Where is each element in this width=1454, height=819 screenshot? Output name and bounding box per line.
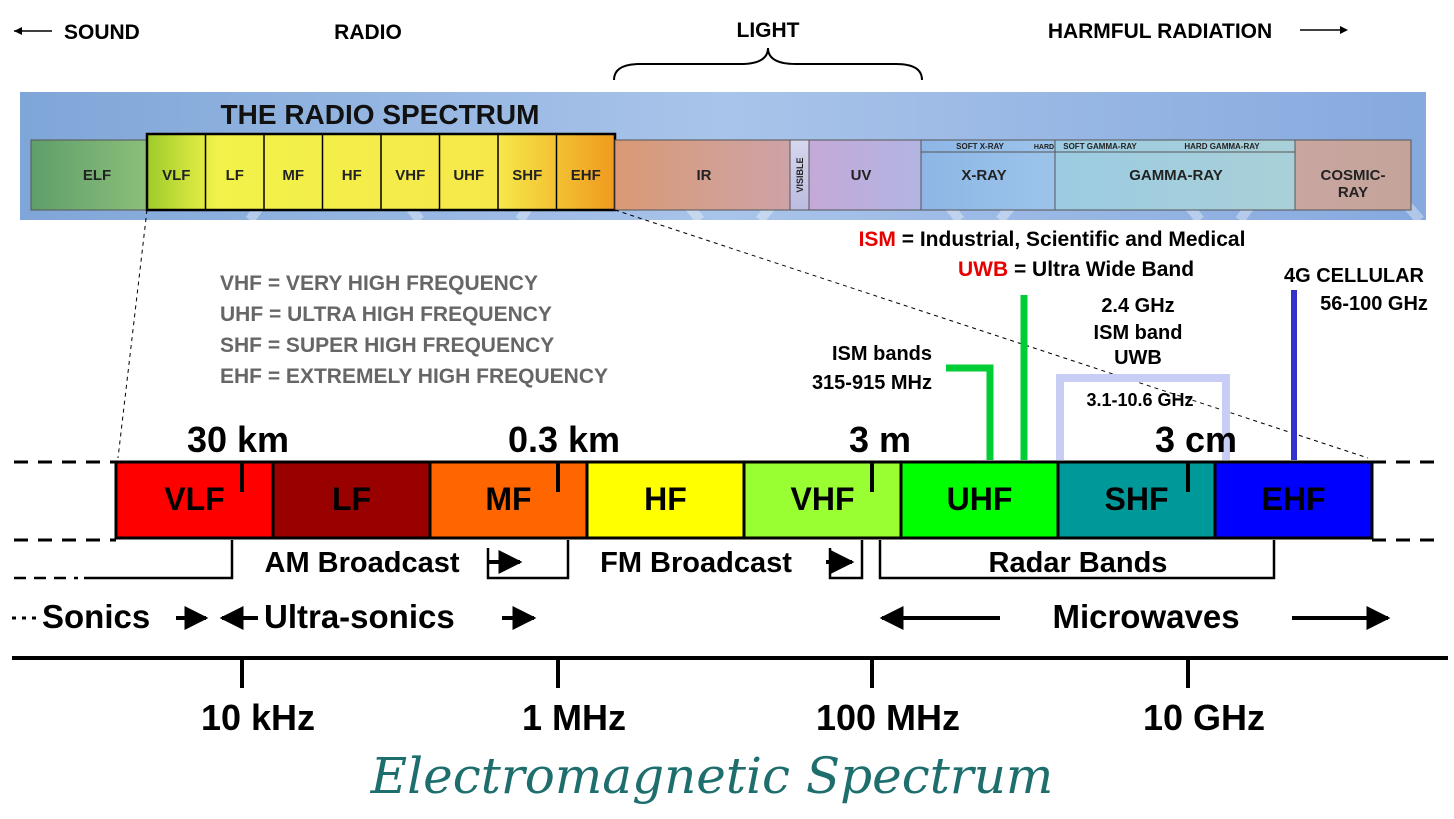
- cellular-4g-label-1: 4G CELLULAR: [1284, 265, 1425, 287]
- band-segment-label: LF: [332, 481, 371, 517]
- radio-label: RADIO: [334, 21, 402, 44]
- uwb-definition: UWB = Ultra Wide Band: [958, 258, 1194, 281]
- definition-line: UHF = ULTRA HIGH FREQUENCY: [220, 303, 552, 326]
- definition-line: SHF = SUPER HIGH FREQUENCY: [220, 334, 554, 357]
- strip-hard-gamma-label: HARD GAMMA-RAY: [1184, 142, 1260, 151]
- band-segment-label: MF: [485, 481, 531, 517]
- harmful-radiation-label: HARMFUL RADIATION: [1048, 20, 1272, 43]
- band-segment-label: HF: [644, 481, 687, 517]
- strip-uv-label: UV: [851, 167, 872, 184]
- band-segment-label: UHF: [947, 481, 1013, 517]
- sonics-label: Sonics: [42, 598, 150, 635]
- strip-cosmic-band: [1294, 139, 1412, 211]
- ism-24ghz-label-2: ISM band: [1094, 322, 1183, 344]
- ism-bands-marker: [946, 364, 994, 460]
- am-broadcast-label: AM Broadcast: [265, 547, 460, 579]
- acronym-legend: ISM = Industrial, Scientific and Medical…: [859, 228, 1246, 281]
- frequency-band-bar: VLF LF MF HF VHF UHF SHF EHF: [114, 460, 1374, 540]
- strip-radio-bands: VLF LF MF HF VHF UHF SHF EHF: [162, 134, 601, 210]
- cellular-4g-label-2: 56-100 GHz: [1320, 293, 1428, 315]
- definition-line: VHF = VERY HIGH FREQUENCY: [220, 272, 538, 295]
- strip-title: THE RADIO SPECTRUM: [221, 99, 540, 130]
- strip-radio-band-label: LF: [226, 167, 244, 184]
- wavelength-labels: 30 km 0.3 km 3 m 3 cm: [187, 419, 1237, 460]
- sound-arrow-head: [14, 27, 22, 35]
- wavelength-label: 0.3 km: [508, 419, 620, 460]
- strip-radio-band-label: HF: [342, 167, 362, 184]
- ultrasonics-label: Ultra-sonics: [264, 598, 455, 635]
- ism-bands-label-1: ISM bands: [832, 343, 932, 365]
- strip-ir-band: [614, 139, 791, 211]
- uwb-key: UWB: [958, 258, 1008, 281]
- microwaves-label: Microwaves: [1052, 598, 1239, 635]
- strip-soft-xray-label: SOFT X-RAY: [956, 142, 1004, 151]
- band-segment: [271, 460, 432, 540]
- strip-uv-band: [808, 139, 922, 211]
- harmful-arrow-head: [1340, 26, 1348, 34]
- wave-ranges: Sonics Ultra-sonics Microwaves: [12, 598, 1391, 635]
- band-segment: [899, 460, 1060, 540]
- allocation-annotations: ISM bands 315-915 MHz 2.4 GHz ISM band U…: [812, 265, 1428, 460]
- broadcast-services: AM Broadcast FM Broadcast Radar Bands: [14, 540, 1276, 580]
- am-right-bracket: [486, 540, 570, 580]
- ism-24ghz-label-3: UWB: [1114, 347, 1162, 369]
- band-segment-label: EHF: [1262, 481, 1326, 517]
- definition-line: EHF = EXTREMELY HIGH FREQUENCY: [220, 365, 608, 388]
- band-segment-label: VHF: [791, 481, 855, 517]
- ism-def: = Industrial, Scientific and Medical: [896, 228, 1246, 251]
- uwb-def: = Ultra Wide Band: [1008, 258, 1194, 281]
- uwb-range-bracket: [1056, 374, 1230, 460]
- zoom-line-left: [117, 209, 148, 459]
- ism-bands-label-2: 315-915 MHz: [812, 372, 932, 394]
- strip-radio-band-label: EHF: [571, 167, 601, 184]
- ism-24ghz-label-1: 2.4 GHz: [1101, 295, 1174, 317]
- strip-gamma-label: GAMMA-RAY: [1129, 167, 1223, 184]
- frequency-label: 10 kHz: [201, 697, 315, 738]
- sound-label: SOUND: [64, 21, 140, 44]
- strip-hard-label: HARD: [1034, 144, 1054, 151]
- band-segment-label: VLF: [164, 481, 224, 517]
- ism-definition: ISM = Industrial, Scientific and Medical: [859, 228, 1246, 251]
- strip-cosmic-label-2: RAY: [1338, 184, 1368, 201]
- wavelength-label: 3 cm: [1155, 419, 1237, 460]
- strip-radio-band-label: SHF: [512, 167, 542, 184]
- strip-cosmic-label-1: COSMIC-: [1321, 167, 1386, 184]
- light-label: LIGHT: [737, 19, 800, 42]
- frequency-label: 1 MHz: [522, 697, 626, 738]
- strip-radio-band-label: MF: [282, 167, 304, 184]
- am-left-bracket: [84, 540, 234, 580]
- diagram-footer-title: Electromagnetic Spectrum: [370, 747, 1054, 805]
- band-segment: [1213, 460, 1374, 540]
- light-brace: [613, 47, 923, 81]
- fm-broadcast-label: FM Broadcast: [600, 547, 792, 579]
- strip-radio-band-label: UHF: [453, 167, 484, 184]
- radar-bands-label: Radar Bands: [989, 547, 1168, 579]
- strip-radio-band-label: VHF: [395, 167, 425, 184]
- band-segment: [742, 460, 903, 540]
- radar-bracket: [878, 540, 1276, 580]
- strip-soft-gamma-label: SOFT GAMMA-RAY: [1063, 142, 1137, 151]
- strip-elf-label: ELF: [83, 167, 111, 184]
- fm-right-bracket: [828, 540, 864, 580]
- frequency-label: 100 MHz: [816, 697, 960, 738]
- wavelength-label: 3 m: [849, 419, 911, 460]
- strip-visible-label: VISIBLE: [795, 157, 805, 192]
- frequency-label: 10 GHz: [1143, 697, 1265, 738]
- band-definitions: VHF = VERY HIGH FREQUENCY UHF = ULTRA HIG…: [220, 272, 608, 388]
- ism-key: ISM: [859, 228, 896, 251]
- uwb-range-label: 3.1-10.6 GHz: [1086, 390, 1193, 410]
- band-segment: [428, 460, 589, 540]
- spectrum-strip: THE RADIO SPECTRUM ELF VLF LF MF HF VHF UHF SH…: [20, 92, 1426, 224]
- band-segment-label: SHF: [1105, 481, 1169, 517]
- wavelength-label: 30 km: [187, 419, 289, 460]
- strip-radio-band-label: VLF: [162, 167, 190, 184]
- header-row: SOUND RADIO LIGHT HARMFUL RADIATION: [14, 19, 1348, 81]
- strip-ir-label: IR: [697, 167, 712, 184]
- frequency-axis-labels: 10 kHz 1 MHz 100 MHz 10 GHz: [201, 658, 1265, 738]
- strip-xray-label: X-RAY: [961, 167, 1006, 184]
